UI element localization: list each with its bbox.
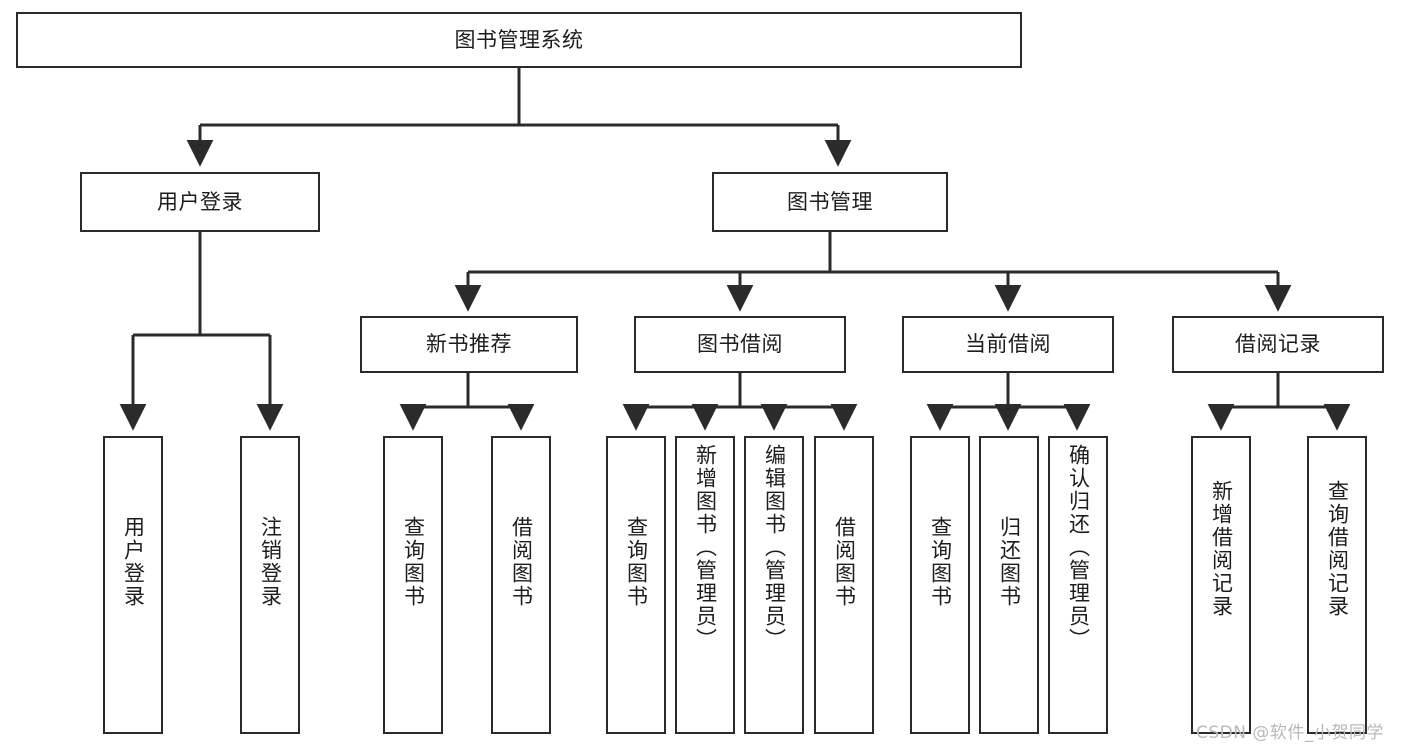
leaf-edit-book-admin[interactable]: 编辑图书（管理员） [744,436,804,734]
node-borrow-records-label: 借阅记录 [1235,332,1321,357]
leaf-query-borrow-record-label: 查询借阅记录 [1325,480,1350,618]
leaf-confirm-return-admin-label: 确认归还（管理员） [1066,444,1091,651]
leaf-return-book[interactable]: 归还图书 [979,436,1039,734]
node-user-login[interactable]: 用户登录 [80,172,320,232]
leaf-borrow-book-newbook-label: 借阅图书 [509,516,534,608]
node-book-borrow-label: 图书借阅 [697,332,783,357]
csdn-watermark: CSDN @软件_小贺同学 [1196,723,1384,743]
node-new-book-recommend[interactable]: 新书推荐 [360,316,578,373]
leaf-borrow-book-borrow-label: 借阅图书 [832,516,857,608]
node-user-login-label: 用户登录 [157,189,243,214]
leaf-query-book-borrow[interactable]: 查询图书 [606,436,666,734]
leaf-query-book-newbook[interactable]: 查询图书 [383,436,443,734]
node-root-label: 图书管理系统 [454,27,584,52]
leaf-borrow-book-newbook[interactable]: 借阅图书 [491,436,551,734]
leaf-logout-label: 注销登录 [258,516,283,608]
leaf-query-book-borrow-label: 查询图书 [624,516,649,608]
node-new-book-recommend-label: 新书推荐 [426,332,512,357]
node-current-borrow[interactable]: 当前借阅 [902,316,1114,373]
leaf-query-book-newbook-label: 查询图书 [401,516,426,608]
node-book-management-label: 图书管理 [787,189,873,214]
leaf-add-book-admin[interactable]: 新增图书（管理员） [675,436,735,734]
leaf-add-book-admin-label: 新增图书（管理员） [693,444,718,651]
leaf-return-book-label: 归还图书 [997,516,1022,608]
node-book-management[interactable]: 图书管理 [712,172,948,232]
leaf-query-book-current-label: 查询图书 [928,516,953,608]
node-book-borrow[interactable]: 图书借阅 [634,316,846,373]
leaf-logout[interactable]: 注销登录 [240,436,300,734]
leaf-user-login[interactable]: 用户登录 [103,436,163,734]
node-current-borrow-label: 当前借阅 [965,332,1051,357]
leaf-confirm-return-admin[interactable]: 确认归还（管理员） [1048,436,1108,734]
leaf-add-borrow-record-label: 新增借阅记录 [1209,480,1234,618]
leaf-edit-book-admin-label: 编辑图书（管理员） [762,444,787,651]
leaf-borrow-book-borrow[interactable]: 借阅图书 [814,436,874,734]
node-borrow-records[interactable]: 借阅记录 [1172,316,1384,373]
leaf-query-book-current[interactable]: 查询图书 [910,436,970,734]
leaf-add-borrow-record[interactable]: 新增借阅记录 [1191,436,1251,734]
leaf-user-login-label: 用户登录 [121,516,146,608]
node-root[interactable]: 图书管理系统 [16,12,1022,68]
leaf-query-borrow-record[interactable]: 查询借阅记录 [1307,436,1367,734]
